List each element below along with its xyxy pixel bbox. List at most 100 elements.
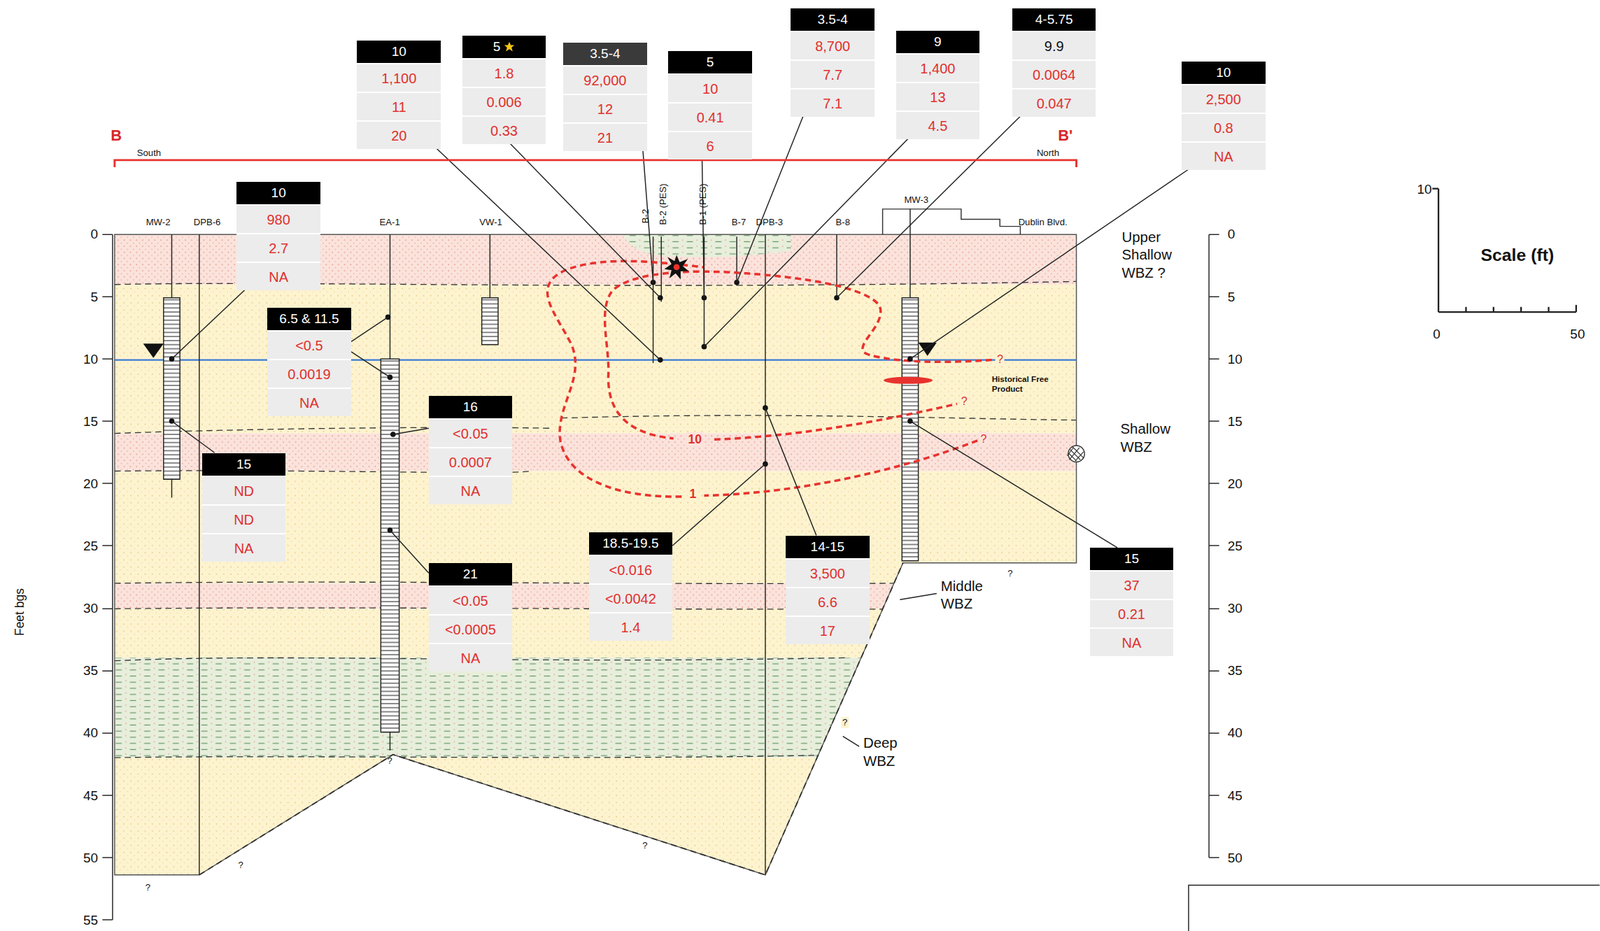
boring-name: EA-1 (379, 216, 401, 229)
depth-header: 9 (896, 30, 981, 54)
scale-title: Scale (ft) (1481, 244, 1555, 266)
concentration-value: 0.8 (1181, 112, 1266, 142)
free-product-label: Historical Free Product (992, 374, 1076, 395)
sample-callout: 101,1001120 (356, 40, 441, 150)
water-level-marker (143, 343, 164, 358)
sample-callout: 16<0.050.0007NA (428, 395, 513, 505)
contour-value: 1 (687, 486, 698, 503)
depth-header: 21 (428, 563, 513, 586)
sample-callout: 3.5-48,7007.77.1 (790, 8, 875, 117)
concentration-value: 0.21 (1089, 598, 1174, 628)
uncertain-mark: ? (642, 840, 648, 852)
concentration-value: NA (1089, 627, 1174, 657)
soil-layers (102, 234, 1092, 881)
depth-tick: 10 (83, 351, 98, 368)
concentration-value: ND (202, 475, 287, 505)
boring-name: B-2 (640, 209, 652, 224)
concentration-value: NA (428, 642, 513, 672)
sample-callout: 4-5.759.90.00640.047 (1012, 8, 1097, 117)
concentration-value: 17 (785, 615, 870, 645)
concentration-value: 20 (356, 120, 441, 150)
uncertain-mark: ? (1007, 567, 1013, 579)
concentration-value: NA (202, 533, 287, 562)
depth-tick: 30 (1227, 600, 1243, 618)
concentration-value: ND (202, 504, 287, 534)
depth-tick: 20 (83, 475, 98, 493)
zone-label: Upper Shallow WBZ ? (1120, 228, 1191, 282)
section-line (114, 160, 1077, 168)
concentration-value: 8,700 (790, 30, 875, 60)
concentration-value: 0.0019 (267, 358, 352, 388)
depth-tick: 45 (83, 787, 98, 805)
sample-callout: 102,5000.8NA (1181, 61, 1266, 171)
star-symbol (504, 41, 515, 52)
water-level-marker (918, 342, 937, 357)
depth-tick: 45 (1227, 787, 1243, 805)
concentration-value: 13 (896, 81, 981, 111)
depth-tick: 25 (83, 537, 98, 555)
concentration-value: <0.05 (428, 418, 513, 448)
sample-callout: 109802.7NA (236, 181, 321, 291)
sample-callout: 15370.21NA (1089, 547, 1174, 657)
depth-header: 5 (668, 51, 753, 74)
concentration-value: NA (1181, 141, 1266, 171)
star-symbol (503, 41, 515, 53)
title-block-frame (1188, 885, 1600, 931)
depth-tick: 25 (1227, 537, 1243, 555)
depth-header: 3.5-4 (563, 42, 648, 66)
concentration-value: <0.05 (428, 585, 513, 615)
sample-callout: 15NDNDNA (202, 453, 287, 562)
uncertain-mark: ? (979, 431, 989, 446)
sample-callout: 14-153,5006.617 (785, 535, 870, 645)
concentration-value: 12 (563, 93, 648, 123)
depth-header: 10 (356, 40, 441, 63)
depth-header: 10 (1181, 61, 1266, 84)
concentration-value: 6 (668, 130, 753, 160)
sample-points (169, 279, 913, 534)
concentration-value: 9.9 (1012, 30, 1097, 60)
boring-name: B-8 (836, 216, 851, 229)
depth-tick: 55 (83, 912, 98, 930)
concentration-value: 0.33 (462, 115, 547, 145)
concentration-value: 0.41 (668, 102, 753, 131)
boring-name: MW-3 (903, 194, 929, 206)
concentration-value: 0.0064 (1012, 59, 1097, 89)
depth-tick: 50 (1227, 850, 1243, 867)
concentration-value: NA (428, 475, 513, 505)
depth-header: 15 (1089, 547, 1174, 571)
depth-tick: 30 (83, 600, 98, 618)
sample-callout: 6.5 & 11.5<0.50.0019NA (267, 307, 352, 417)
zone-label: Shallow WBZ (1120, 421, 1188, 457)
concentration-value: 7.1 (790, 88, 875, 117)
scale-bar (1432, 188, 1577, 313)
boring-name: B-2 (PES) (657, 183, 669, 225)
sample-callout: 51.80.0060.33 (462, 35, 547, 145)
concentration-value: NA (236, 261, 321, 291)
contour-value: 10 (687, 432, 704, 448)
leader-lines (171, 116, 1188, 747)
concentration-value: 21 (563, 122, 648, 152)
scale-number: 0 (1432, 326, 1441, 344)
depth-tick: 5 (90, 288, 98, 306)
building (882, 209, 1021, 235)
zone-label: Deep WBZ (863, 735, 917, 771)
wbz-symbol (1066, 445, 1085, 462)
depth-tick: 40 (83, 725, 98, 743)
concentration-value: 980 (236, 204, 321, 233)
release-source (664, 254, 690, 280)
depth-tick: 20 (1227, 475, 1243, 493)
uncertain-mark: ? (145, 882, 151, 894)
well-screens (163, 298, 919, 733)
uncertain-mark: ? (387, 755, 393, 767)
concentration-value: <0.0042 (589, 583, 674, 613)
section-end: B' (1057, 125, 1073, 145)
depth-header: 4-5.75 (1012, 8, 1097, 31)
depth-header: 6.5 & 11.5 (267, 307, 352, 331)
depth-tick: 35 (1227, 662, 1243, 680)
water-table (114, 358, 1077, 361)
depth-tick: 15 (1227, 413, 1243, 431)
sample-callout: 3.5-492,0001221 (563, 42, 648, 152)
concentration-value: 7.7 (790, 59, 875, 89)
concentration-value: 1.8 (462, 58, 547, 87)
boring-name: MW-2 (146, 216, 171, 229)
